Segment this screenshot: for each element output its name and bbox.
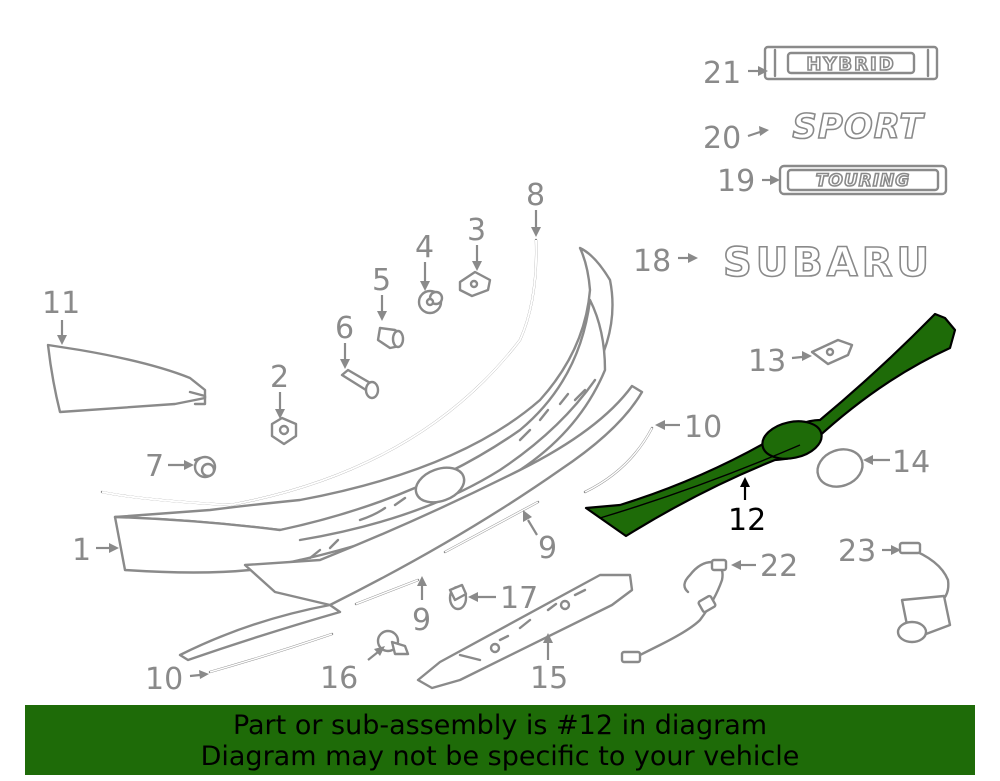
callout-12: 12: [728, 503, 766, 538]
touring-text: TOURING: [816, 171, 910, 191]
callout-17: 17: [500, 581, 538, 616]
callout-8: 8: [526, 178, 545, 213]
part-3-nut[interactable]: [458, 270, 492, 298]
callout-22: 22: [760, 549, 798, 584]
part-17-clip[interactable]: [448, 583, 468, 611]
part-2-nut[interactable]: [270, 416, 298, 446]
callout-1: 1: [72, 533, 91, 568]
part-16-bolt[interactable]: [376, 629, 410, 656]
callout-labels: 21 20 19 18 8 3 4 5 6 2 11 7 1 10 9 9 10…: [42, 56, 930, 697]
emblem-subaru[interactable]: SUBARU: [722, 239, 933, 287]
callout-14: 14: [892, 445, 930, 480]
subaru-text: SUBARU: [723, 240, 933, 286]
callout-4: 4: [415, 230, 434, 265]
callout-23: 23: [838, 534, 876, 569]
callout-18: 18: [633, 244, 671, 279]
part-7-clip[interactable]: [193, 455, 217, 479]
callout-9-right: 9: [538, 531, 557, 566]
part-15-bracket[interactable]: [416, 573, 634, 690]
part-13-clip[interactable]: [810, 338, 854, 366]
part-10-seal-lower[interactable]: [208, 632, 334, 674]
callout-13: 13: [748, 344, 786, 379]
leader-lines: [57, 66, 901, 679]
banner-line-2: Diagram may not be specific to your vehi…: [200, 741, 800, 772]
part-9-strip-right[interactable]: [443, 500, 540, 554]
callout-5: 5: [372, 263, 391, 298]
banner-line-1: Part or sub-assembly is #12 in diagram: [232, 710, 768, 741]
callout-21: 21: [703, 56, 741, 91]
emblem-sport[interactable]: SPORT: [792, 106, 926, 148]
part-5-grommet[interactable]: [376, 326, 405, 350]
badge-hybrid[interactable]: HYBRID: [763, 45, 939, 81]
part-10-seal-upper[interactable]: [583, 426, 654, 494]
part-11-bracket[interactable]: [46, 343, 207, 414]
lower-garnish[interactable]: [178, 384, 644, 662]
callout-3: 3: [467, 213, 486, 248]
callout-11: 11: [42, 286, 80, 321]
callout-6: 6: [335, 311, 354, 346]
part-4-clip[interactable]: [417, 289, 444, 315]
sport-text: SPORT: [792, 107, 925, 147]
highlight-notice-banner: Part or sub-assembly is #12 in diagram D…: [25, 705, 975, 775]
part-23-camera[interactable]: [896, 541, 952, 644]
callout-9-left: 9: [412, 603, 431, 638]
hybrid-text: HYBRID: [806, 54, 895, 75]
callout-10-upper: 10: [684, 410, 722, 445]
part-1-rear-gate[interactable]: [113, 246, 614, 574]
callout-19: 19: [717, 164, 755, 199]
part-8-weatherstrip[interactable]: [100, 238, 538, 507]
callout-16: 16: [320, 661, 358, 696]
part-12-rear-garnish-highlighted[interactable]: [584, 312, 957, 538]
callout-2: 2: [270, 360, 289, 395]
callout-20: 20: [703, 121, 741, 156]
part-14-cap[interactable]: [812, 443, 868, 493]
callout-15: 15: [530, 661, 568, 696]
part-6-bolt[interactable]: [340, 368, 380, 400]
badge-touring[interactable]: TOURING: [778, 164, 948, 196]
callout-7: 7: [145, 449, 164, 484]
part-22-harness[interactable]: [620, 558, 728, 664]
callout-10-lower: 10: [145, 662, 183, 697]
part-9-strip-left[interactable]: [354, 578, 420, 606]
